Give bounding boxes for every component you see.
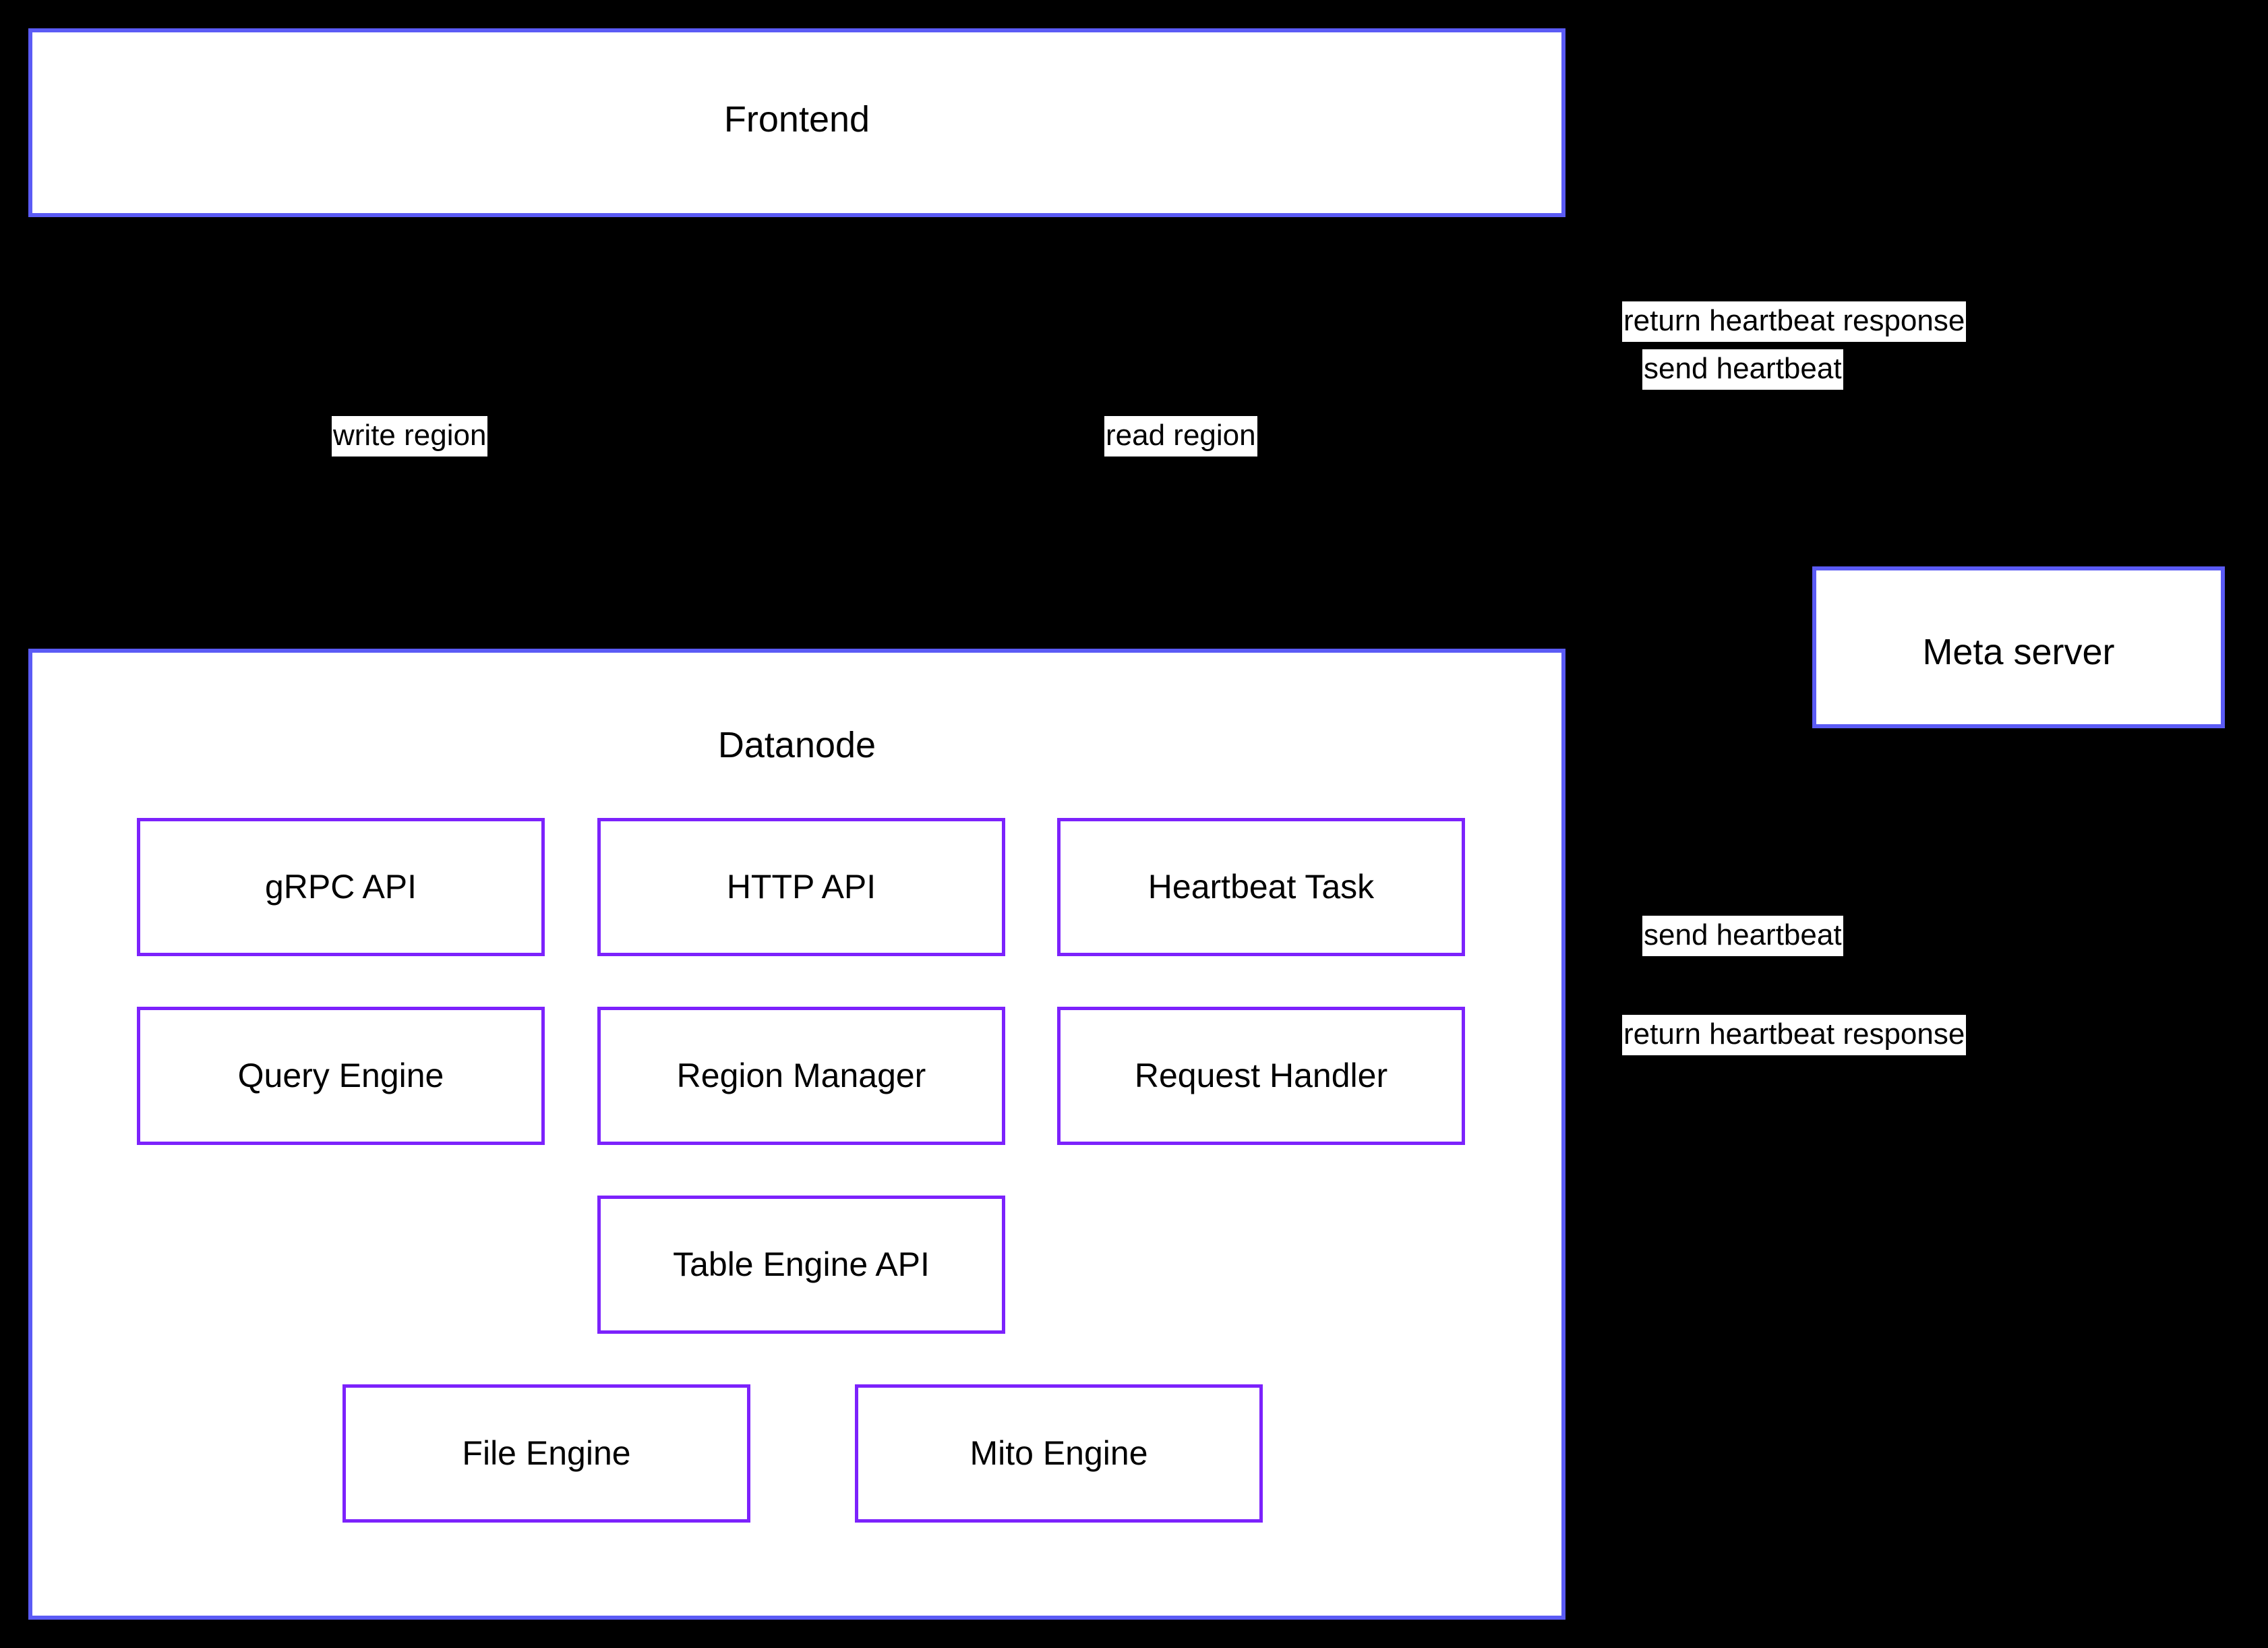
component-heartbeat-task-label: Heartbeat Task	[1147, 867, 1375, 906]
component-file-engine-label: File Engine	[462, 1434, 631, 1472]
node-frontend[interactable]: Frontend	[28, 28, 1565, 217]
node-datanode-title: Datanode	[717, 725, 876, 765]
component-region-manager[interactable]: Region Manager	[597, 1007, 1005, 1145]
edge-frontend-meta-send	[1565, 119, 1849, 566]
edge-label-write-region: write region	[332, 416, 488, 457]
component-grpc-api-label: gRPC API	[264, 867, 417, 906]
node-meta-server[interactable]: Meta server	[1812, 566, 2225, 728]
component-query-engine[interactable]: Query Engine	[137, 1007, 545, 1145]
component-table-engine-api[interactable]: Table Engine API	[597, 1196, 1005, 1334]
component-mito-engine[interactable]: Mito Engine	[855, 1384, 1263, 1523]
edge-label-frontend-meta-send: send heartbeat	[1642, 349, 1843, 390]
component-mito-engine-label: Mito Engine	[969, 1434, 1148, 1472]
component-grpc-api[interactable]: gRPC API	[137, 818, 545, 956]
node-frontend-title: Frontend	[723, 99, 870, 140]
component-http-api[interactable]: HTTP API	[597, 818, 1005, 956]
edge-label-frontend-meta-return: return heartbeat response	[1622, 301, 1967, 342]
edge-label-datanode-meta-return: return heartbeat response	[1622, 1015, 1967, 1055]
node-meta-server-title: Meta server	[1922, 632, 2115, 672]
component-request-handler[interactable]: Request Handler	[1057, 1007, 1465, 1145]
edge-label-datanode-meta-send: send heartbeat	[1642, 916, 1843, 956]
component-region-manager-label: Region Manager	[676, 1056, 926, 1094]
component-file-engine[interactable]: File Engine	[342, 1384, 750, 1523]
node-datanode[interactable]: Datanode gRPC API HTTP API Heartbeat Tas…	[28, 649, 1565, 1620]
component-http-api-label: HTTP API	[726, 867, 876, 906]
edge-label-read-region: read region	[1104, 416, 1257, 457]
component-heartbeat-task[interactable]: Heartbeat Task	[1057, 818, 1465, 956]
component-query-engine-label: Query Engine	[237, 1056, 444, 1094]
component-table-engine-api-label: Table Engine API	[673, 1245, 930, 1283]
component-request-handler-label: Request Handler	[1134, 1056, 1388, 1094]
